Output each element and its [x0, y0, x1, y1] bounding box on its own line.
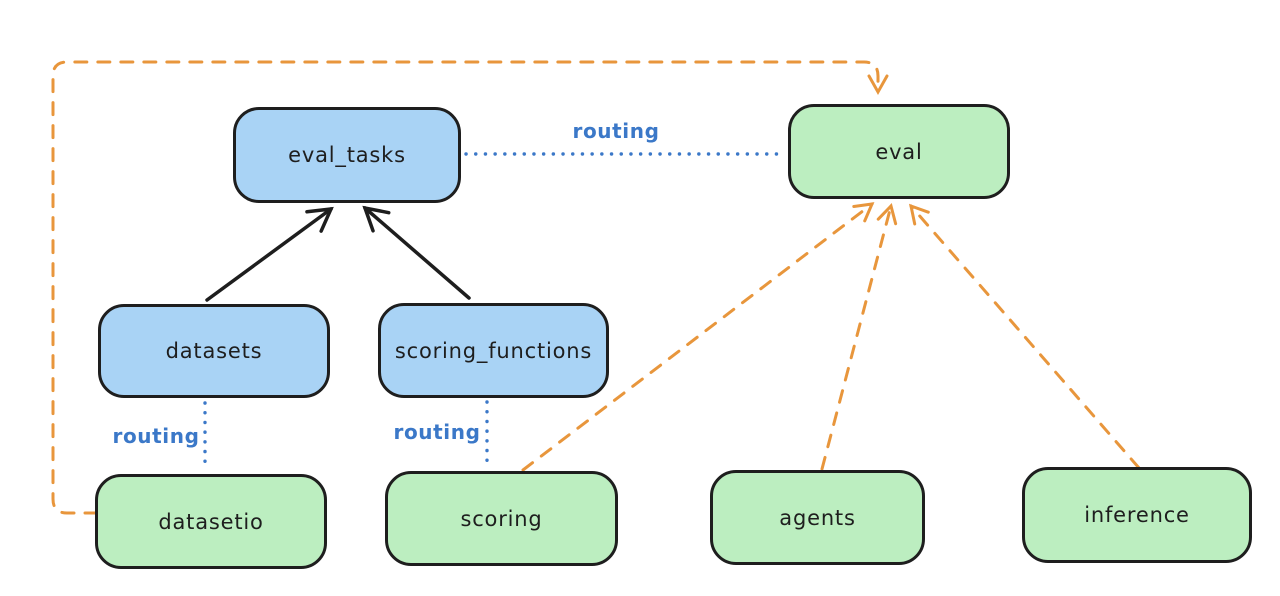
routing-label-eval-tasks-eval: routing — [572, 119, 660, 143]
edge-inference-to-eval-dashed-arrow — [908, 203, 1141, 470]
node-datasets: datasets — [98, 304, 330, 398]
node-agents-label: agents — [779, 505, 856, 530]
node-inference: inference — [1022, 467, 1252, 563]
node-agents: agents — [710, 470, 925, 565]
edge-datasets-to-eval-tasks-arrow — [205, 206, 334, 302]
node-datasetio-label: datasetio — [158, 509, 264, 534]
node-eval-tasks-label: eval_tasks — [288, 143, 406, 167]
node-scoring-label: scoring — [460, 506, 543, 531]
node-scoring-functions-label: scoring_functions — [394, 338, 593, 363]
node-inference-label: inference — [1084, 503, 1190, 527]
edge-datasetio-to-eval-dashed-arrow — [51, 60, 889, 515]
routing-label-scoring-functions-scoring: routing — [393, 420, 481, 444]
node-datasets-label: datasets — [165, 339, 263, 363]
node-datasetio: datasetio — [95, 474, 327, 569]
node-scoring: scoring — [385, 471, 618, 566]
routing-label-datasets-datasetio: routing — [112, 424, 200, 448]
node-eval-tasks: eval_tasks — [233, 107, 461, 203]
node-eval-label: eval — [875, 139, 923, 164]
node-scoring-functions: scoring_functions — [378, 303, 609, 398]
edge-scoring-functions-to-eval-tasks-arrow — [362, 205, 471, 300]
node-eval: eval — [788, 104, 1010, 199]
edge-agents-to-eval-dashed-arrow — [820, 203, 898, 471]
edge-scoring-to-eval-dashed-arrow — [521, 202, 875, 472]
